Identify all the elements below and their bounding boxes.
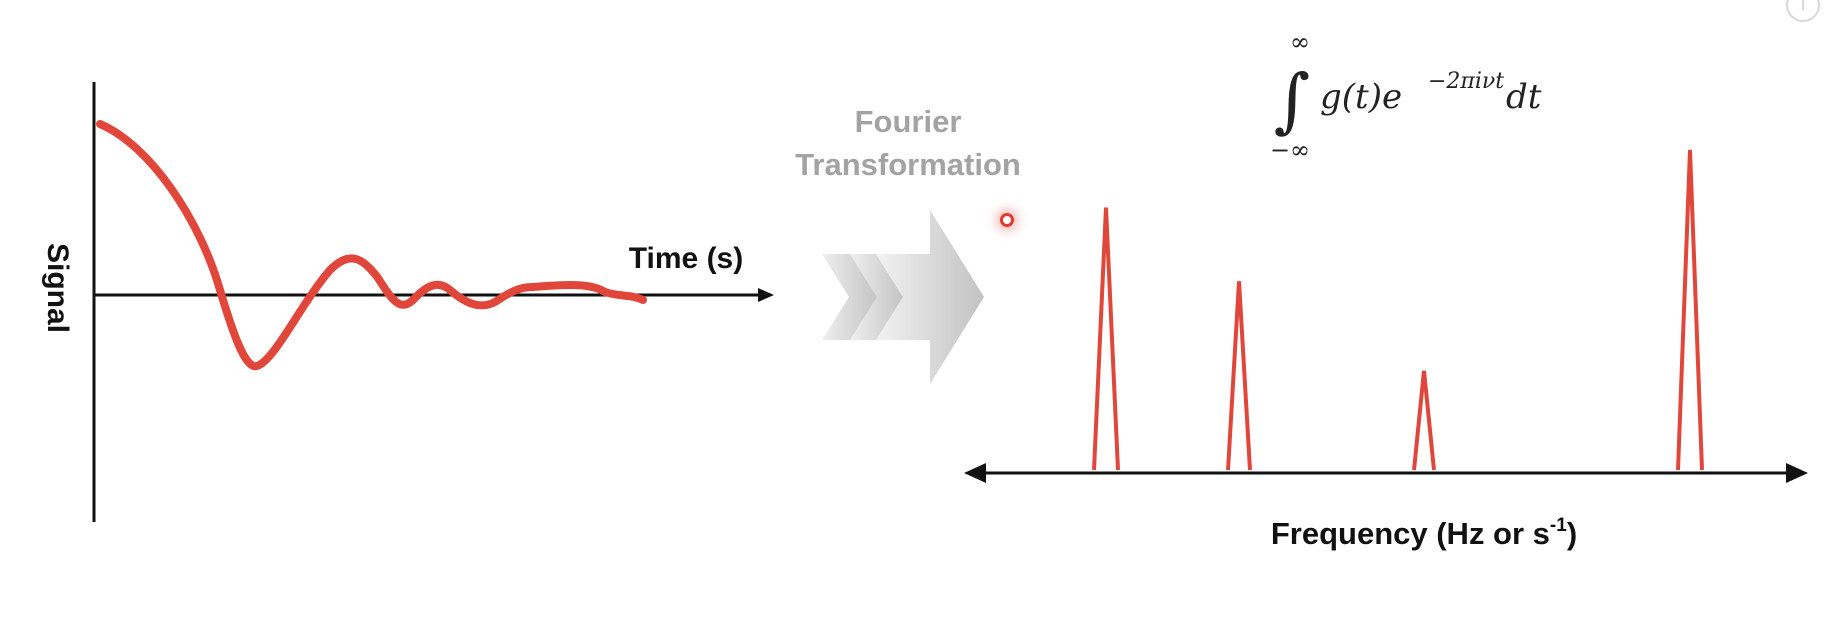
peak-4 [1676, 149, 1704, 471]
time-domain-panel: Signal Time (s) [41, 82, 774, 522]
fourier-label-line2: Transformation [795, 147, 1021, 182]
integral-upper-limit: ∞ [1290, 28, 1310, 56]
peak-2 [1226, 281, 1252, 471]
frequency-label-close: ) [1567, 516, 1577, 551]
time-axis-label: Time (s) [629, 242, 743, 275]
integrand: g(t)e [1320, 77, 1402, 117]
integrand-exponent: −2πiνt [1428, 69, 1504, 94]
damped-signal-curve [96, 120, 647, 371]
frequency-axis-left-arrowhead [964, 463, 986, 483]
fourier-integral-formula: ∞ ∫ −∞ g(t)e −2πiνt dt [1270, 28, 1542, 164]
time-x-axis-arrowhead [758, 288, 774, 302]
fourier-label-line1: Fourier [855, 104, 962, 139]
peak-1 [1092, 207, 1120, 471]
frequency-axis-right-arrowhead [1786, 463, 1808, 483]
chevron-icon-1 [822, 254, 877, 340]
frequency-domain-panel: Frequency (Hz or s-1) [964, 149, 1808, 551]
signal-axis-label: Signal [41, 243, 74, 333]
fourier-transform-arrow: Fourier Transformation [795, 104, 1021, 384]
frequency-label-superscript: -1 [1550, 515, 1567, 536]
big-arrow-icon [876, 210, 984, 384]
spectrum-peaks [1092, 149, 1704, 471]
integral-lower-limit: −∞ [1270, 136, 1310, 164]
peak-3 [1412, 370, 1436, 471]
integral-sign: ∫ [1274, 59, 1310, 141]
frequency-axis-label: Frequency (Hz or s-1) [1271, 515, 1577, 551]
chevron-icon-2 [850, 254, 903, 340]
pointer-indicator [1000, 213, 1014, 227]
frequency-label-main: Frequency (Hz or s [1271, 516, 1550, 551]
integrand-differential: dt [1506, 77, 1542, 117]
